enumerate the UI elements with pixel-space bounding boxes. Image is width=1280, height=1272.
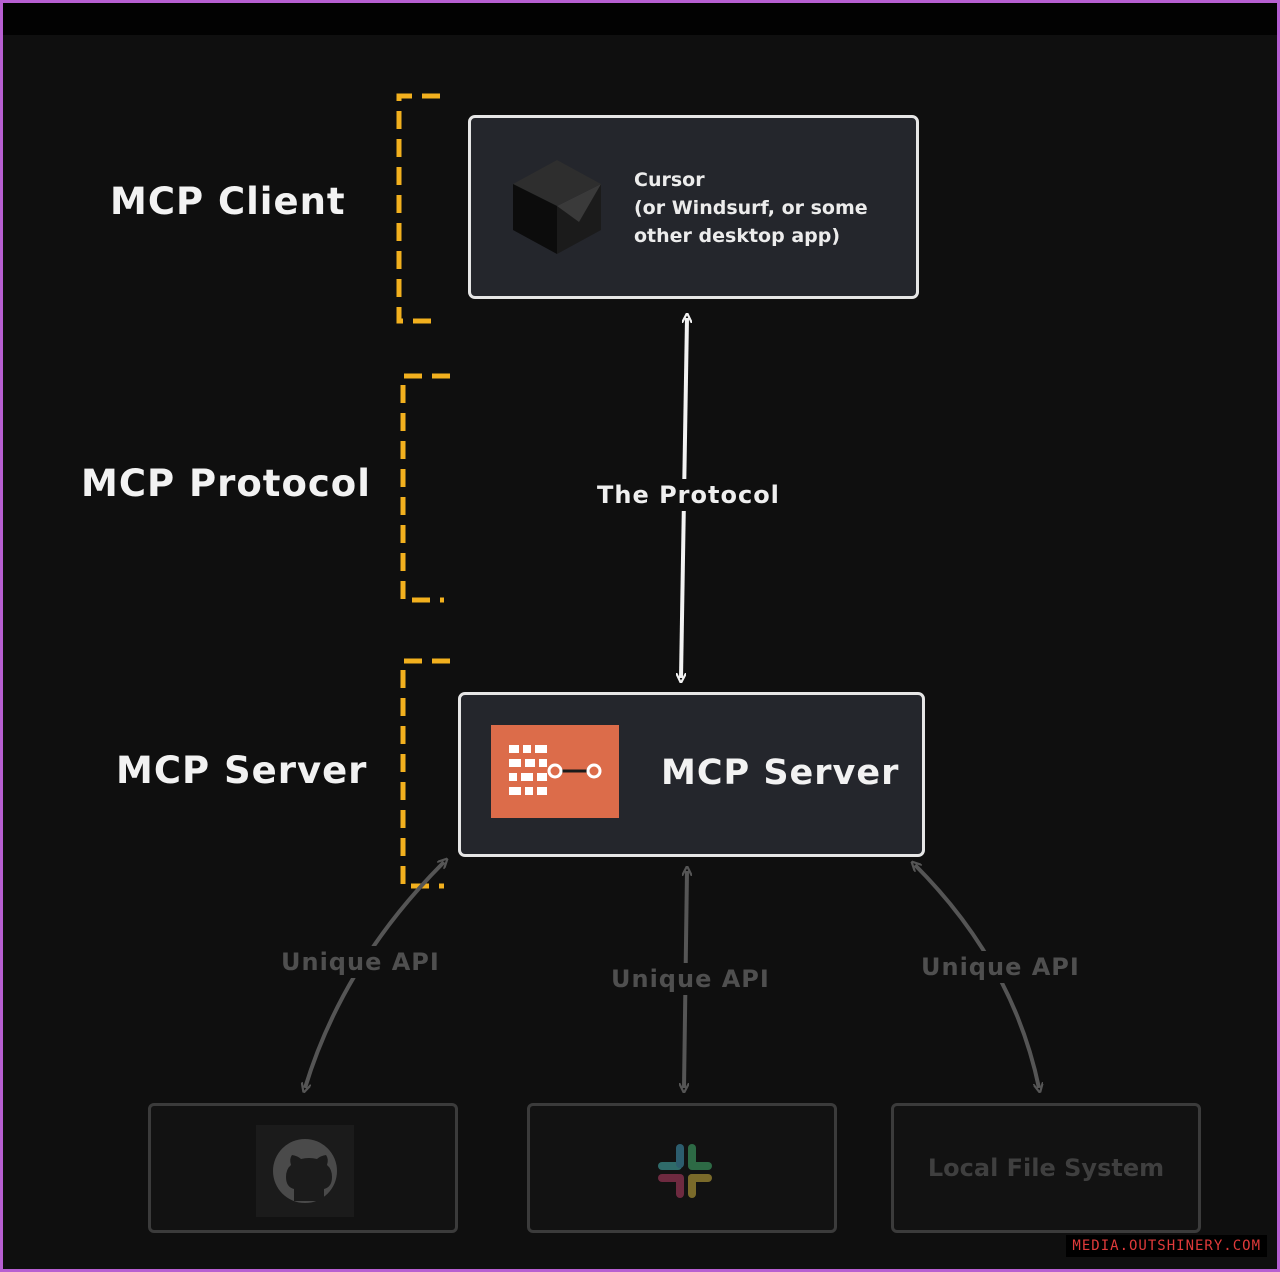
mcp-server-logo-icon bbox=[491, 725, 619, 818]
cursor-cube-icon bbox=[513, 160, 601, 254]
connectors bbox=[3, 93, 1277, 1269]
api-label-center: Unique API bbox=[605, 963, 776, 995]
service-box-slack bbox=[527, 1103, 837, 1233]
service-box-local-fs: Local File System bbox=[891, 1103, 1201, 1233]
local-fs-label: Local File System bbox=[927, 1154, 1165, 1182]
slack-icon bbox=[658, 1144, 712, 1198]
client-text-line1: Cursor bbox=[634, 169, 705, 191]
bracket-client bbox=[396, 93, 440, 324]
watermark: MEDIA.OUTSHINERY.COM bbox=[1066, 1235, 1267, 1257]
client-box: Cursor (or Windsurf, or some other deskt… bbox=[468, 115, 919, 299]
layer-label-protocol: MCP Protocol bbox=[81, 462, 371, 505]
service-box-github bbox=[148, 1103, 458, 1233]
api-label-left: Unique API bbox=[275, 946, 446, 978]
bracket-server bbox=[400, 658, 450, 889]
layer-label-client: MCP Client bbox=[110, 180, 346, 223]
client-text-line3: other desktop app) bbox=[634, 225, 841, 247]
top-bar bbox=[3, 3, 1277, 35]
api-label-right: Unique API bbox=[915, 951, 1086, 983]
bracket-protocol bbox=[400, 373, 450, 603]
layer-label-server: MCP Server bbox=[116, 749, 368, 792]
client-text-line2: (or Windsurf, or some bbox=[634, 197, 868, 219]
client-description: Cursor (or Windsurf, or some other deskt… bbox=[634, 166, 868, 250]
protocol-label: The Protocol bbox=[591, 479, 786, 511]
server-box: MCP Server bbox=[458, 692, 925, 857]
server-title: MCP Server bbox=[661, 753, 900, 793]
github-icon bbox=[256, 1125, 354, 1217]
